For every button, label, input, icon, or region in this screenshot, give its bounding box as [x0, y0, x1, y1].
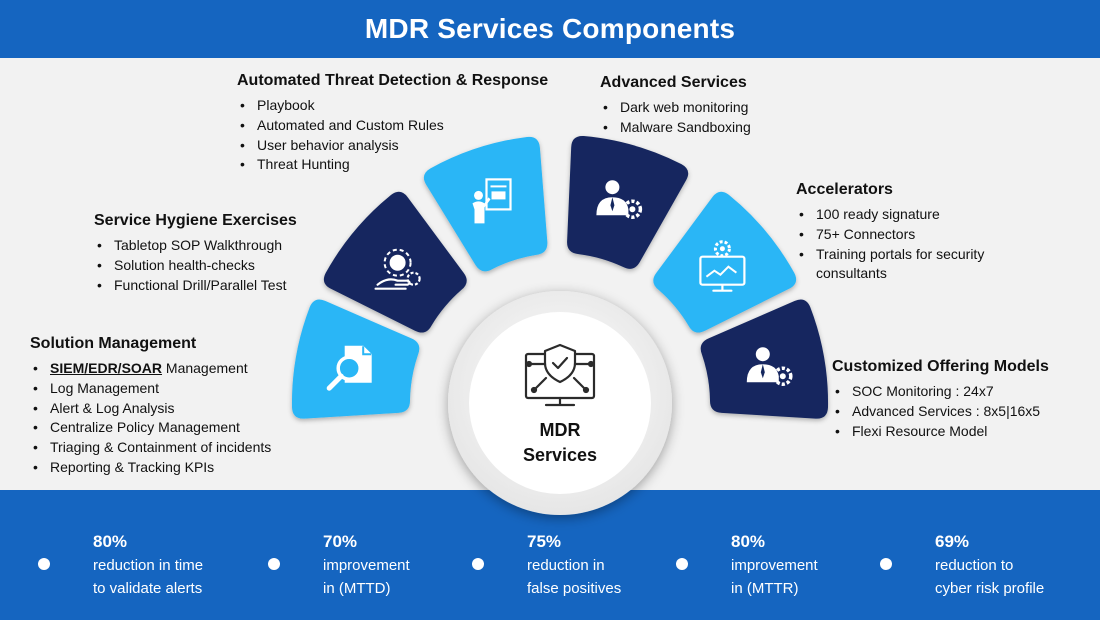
stat-bullet: [472, 558, 484, 570]
advanced-services-block: Advanced Services Dark web monitoring Ma…: [600, 74, 751, 138]
list-item: Tabletop SOP Walkthrough: [94, 236, 297, 256]
advanced-services-list: Dark web monitoring Malware Sandboxing: [600, 98, 751, 138]
stat-description: reduction in time: [93, 557, 204, 574]
customized-offering-list: SOC Monitoring : 24x7 Advanced Services …: [832, 382, 1049, 441]
list-item: Dark web monitoring: [600, 98, 751, 118]
stat-description: improvement: [731, 557, 818, 574]
solution-management-list: SIEM/EDR/SOAR Management Log Management …: [30, 359, 271, 478]
automated-threat-list: Playbook Automated and Custom Rules User…: [237, 96, 548, 175]
stat-value: 80%: [93, 532, 128, 551]
list-item: Automated and Custom Rules: [237, 116, 548, 136]
service-hygiene-title: Service Hygiene Exercises: [94, 212, 297, 229]
page-title: MDR Services Components: [364, 13, 736, 44]
list-item: User behavior analysis: [237, 136, 548, 156]
customized-offering-block: Customized Offering Models SOC Monitorin…: [832, 358, 1049, 441]
stat-bullet: [268, 558, 280, 570]
hand-gear-icon: [374, 248, 421, 290]
service-hygiene-block: Service Hygiene Exercises Tabletop SOP W…: [94, 212, 297, 295]
monitor-gear-icon: [699, 240, 746, 292]
accelerators-title: Accelerators: [796, 181, 893, 198]
customized-offering-title: Customized Offering Models: [832, 358, 1049, 375]
stat-bullet: [880, 558, 892, 570]
title-bar: MDR Services Components: [0, 0, 1100, 58]
stat-value: 70%: [323, 532, 358, 551]
service-hygiene-list: Tabletop SOP Walkthrough Solution health…: [94, 236, 297, 295]
list-item: 100 ready signature: [796, 205, 1046, 225]
stat-bullet: [38, 558, 50, 570]
stat-value: 75%: [527, 532, 562, 551]
center-label-line1: MDR: [539, 420, 581, 440]
center-label: MDR Services: [500, 418, 620, 468]
list-item: Log Management: [30, 379, 271, 399]
stat-description: in (MTTR): [731, 580, 799, 597]
stat-description: false positives: [527, 580, 622, 597]
stat-value: 80%: [731, 532, 766, 551]
list-item: Solution health-checks: [94, 256, 297, 276]
stat-description: improvement: [323, 557, 410, 574]
stat-description: reduction to: [935, 557, 1014, 574]
list-item: Triaging & Containment of incidents: [30, 438, 271, 458]
person-gear-icon: [746, 347, 793, 386]
list-item: Threat Hunting: [237, 155, 548, 175]
list-item: SOC Monitoring : 24x7: [832, 382, 1049, 402]
list-item: Reporting & Tracking KPIs: [30, 458, 271, 478]
person-gear-icon: [596, 180, 643, 219]
person-presentation-icon: [472, 178, 512, 224]
list-item: Malware Sandboxing: [600, 118, 751, 138]
list-item: Functional Drill/Parallel Test: [94, 276, 297, 296]
monitor-shield-icon: [524, 343, 596, 407]
list-item: 75+ Connectors: [796, 225, 1046, 245]
automated-threat-title: Automated Threat Detection & Response: [237, 72, 549, 89]
stat-description: in (MTTD): [323, 580, 391, 597]
automated-threat-block: Automated Threat Detection & Response Pl…: [237, 72, 548, 175]
center-label-line2: Services: [522, 445, 598, 465]
solution-management-block: Solution Management SIEM/EDR/SOAR Manage…: [30, 335, 271, 478]
stat-description: reduction in: [527, 557, 605, 574]
siem-edr-soar-link[interactable]: SIEM/EDR/SOAR: [50, 360, 163, 376]
segment-accelerators: [653, 191, 797, 333]
list-item: Playbook: [237, 96, 548, 116]
magnifier-document-icon: [326, 345, 372, 391]
center-hub: [448, 291, 672, 515]
list-item: Advanced Services : 8x5|16x5: [832, 402, 1049, 422]
list-item: Flexi Resource Model: [832, 422, 1049, 442]
advanced-services-title: Advanced Services: [600, 74, 747, 91]
accelerators-block: Accelerators 100 ready signature 75+ Con…: [796, 181, 1046, 284]
list-item: Alert & Log Analysis: [30, 399, 271, 419]
list-item: Training portals for security consultant…: [796, 245, 1021, 285]
stat-description: to validate alerts: [93, 580, 203, 597]
list-item: SIEM/EDR/SOAR Management: [30, 359, 271, 379]
accelerators-list: 100 ready signature 75+ Connectors Train…: [796, 205, 1046, 284]
stat-value: 69%: [935, 532, 970, 551]
stat-bullet: [676, 558, 688, 570]
list-item: Centralize Policy Management: [30, 418, 271, 438]
stat-description: cyber risk profile: [935, 580, 1045, 597]
solution-management-title: Solution Management: [30, 335, 197, 352]
